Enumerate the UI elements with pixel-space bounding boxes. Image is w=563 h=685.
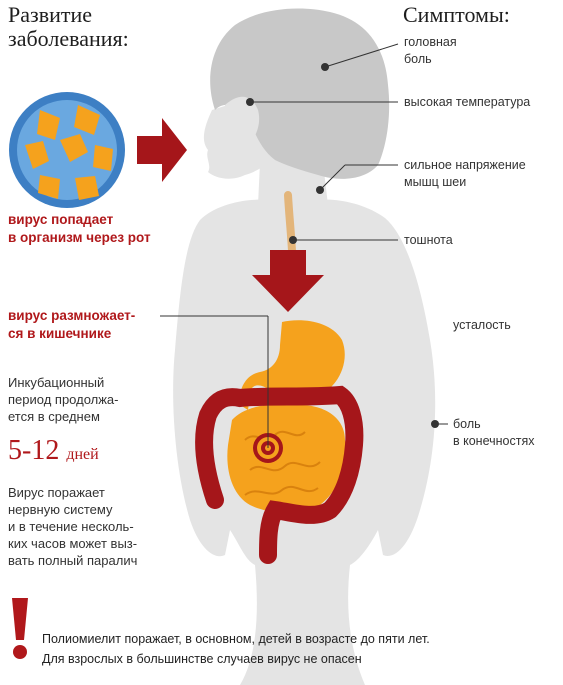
symptom-nausea: тошнота <box>404 233 453 247</box>
title-right: Симптомы: <box>403 2 510 27</box>
symptom-fatigue: усталость <box>453 318 511 332</box>
large-intestine <box>195 385 364 564</box>
footnote-line: Для взрослых в большинстве случаев вирус… <box>42 652 362 666</box>
arrow-down <box>252 250 324 312</box>
arrow-right <box>137 118 187 182</box>
incubation-period: 5-12 дней <box>8 436 99 470</box>
small-intestine <box>227 403 347 513</box>
virus-particle <box>9 92 125 208</box>
incubation-unit: дней <box>66 446 99 463</box>
footnote: Полиомиелит поражает, в основном, детей … <box>42 629 430 669</box>
footnote-line: Полиомиелит поражает, в основном, детей … <box>42 632 430 646</box>
incubation-value: 5-12 <box>8 435 60 466</box>
symptom-fever: высокая температура <box>404 95 531 109</box>
warning-exclamation-icon <box>12 598 28 659</box>
stage-virus-multiplies: вирус размножает-ся в кишечнике <box>8 308 136 341</box>
